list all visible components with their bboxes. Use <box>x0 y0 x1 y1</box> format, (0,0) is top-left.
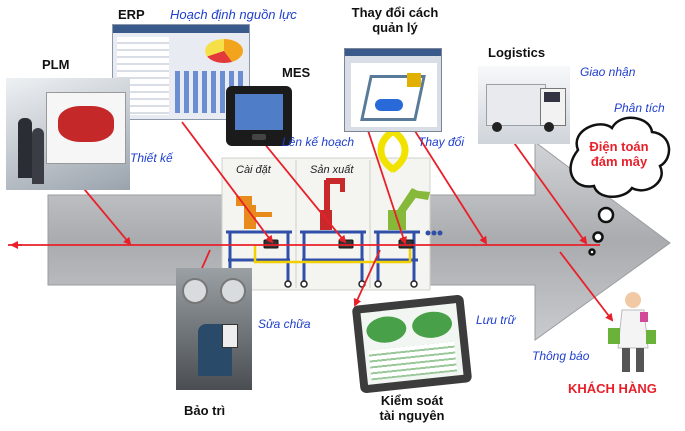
label-delivery: Giao nhận <box>580 65 636 79</box>
label-change-management-line1: Thay đổi cách <box>351 5 439 20</box>
label-storage: Lưu trữ <box>476 313 516 327</box>
maintenance-photo <box>176 268 252 390</box>
label-resource-control-line2: tài nguyên <box>379 407 445 423</box>
mes-terminal-image <box>226 86 292 146</box>
cloud-bubble <box>569 116 671 256</box>
yellow-rail <box>253 245 412 264</box>
label-repair: Sửa chữa <box>258 317 311 331</box>
resource-control-tablet-image <box>351 294 473 394</box>
label-customer: KHÁCH HÀNG <box>568 381 657 396</box>
conveyor <box>226 230 420 282</box>
label-change: Thay đổi <box>418 135 465 149</box>
label-resource-planning: Hoạch định nguồn lực <box>170 7 297 22</box>
logistics-truck-image <box>478 66 570 144</box>
label-change-management-line2: quản lý <box>372 19 418 35</box>
label-design: Thiết kế <box>130 151 173 165</box>
label-resource-control: Kiểm soát tài nguyên <box>352 393 472 424</box>
customer-figure <box>608 292 656 372</box>
label-cloud-line1: Điện toán <box>589 139 649 154</box>
label-mes: MES <box>282 65 311 80</box>
label-erp: ERP <box>118 7 145 22</box>
label-resource-control-line1: Kiểm soát <box>380 393 444 408</box>
robot-orange <box>236 196 272 229</box>
change-management-screenshot <box>344 48 442 132</box>
label-plm: PLM <box>42 57 70 72</box>
label-notification: Thông báo <box>532 349 590 363</box>
label-production: Sản xuất <box>310 164 354 176</box>
label-maintenance: Bảo trì <box>184 403 226 418</box>
label-analysis: Phân tích <box>614 101 665 115</box>
label-cloud-computing: Điện toán đám mây <box>574 139 664 170</box>
label-planning: Lên kế hoạch <box>282 135 355 149</box>
label-change-management: Thay đổi cách quản lý <box>340 5 450 36</box>
erp-screenshot-image <box>112 24 250 120</box>
plm-photo <box>6 78 130 190</box>
label-logistics: Logistics <box>488 45 546 60</box>
label-cloud-line2: đám mây <box>590 153 648 169</box>
label-setup: Cài đặt <box>236 164 271 176</box>
